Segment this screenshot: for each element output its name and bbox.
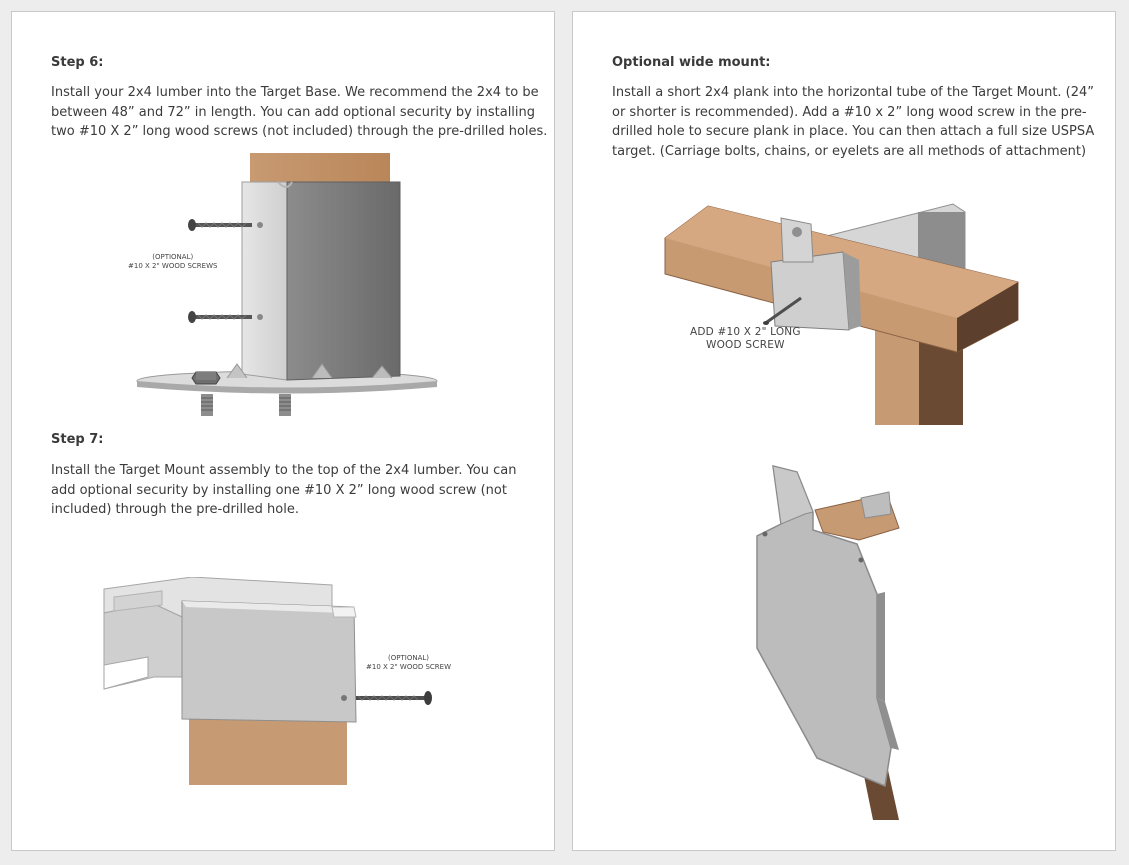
step7-line: included) through the pre-drilled hole. xyxy=(51,502,299,517)
step6-figure-callout: (OPTIONAL) #10 X 2" WOOD SCREWS xyxy=(128,253,218,270)
mount-sleeve xyxy=(181,600,357,723)
uspsa-target-figure xyxy=(756,465,900,820)
anchor-bolt xyxy=(201,394,213,416)
sleeve-right-face xyxy=(286,181,401,381)
mount-tab xyxy=(780,217,814,263)
step6-line: two #10 X 2” long wood screws (not inclu… xyxy=(51,124,548,139)
step6-paragraph: Install your 2x4 lumber into the Target … xyxy=(51,83,547,142)
wood-screw xyxy=(188,311,252,323)
left-page: Step 6: Install your 2x4 lumber into the… xyxy=(11,11,555,851)
optional-wide-line: target. (Carriage bolts, chains, or eyel… xyxy=(612,143,1087,159)
optional-wide-line: or shorter is recommended). Add a #10 x … xyxy=(612,104,1087,120)
optional-wide-line: Install a short 2x4 plank into the horiz… xyxy=(612,85,1095,100)
wide-mount-callout: ADD #10 X 2" LONG WOOD SCREW xyxy=(690,326,801,352)
wood-screw xyxy=(356,691,432,705)
wide-mount-figure xyxy=(664,203,1019,425)
step7-figure-callout: (OPTIONAL) #10 X 2" WOOD SCREW xyxy=(366,654,452,671)
mount-sleeve xyxy=(770,251,850,331)
optional-wide-heading: Optional wide mount: xyxy=(612,55,771,70)
sleeve-left-face xyxy=(241,181,288,381)
target-mount-figure xyxy=(103,577,432,785)
step6-line: between 48” and 72” in length. You can a… xyxy=(51,104,536,120)
anchor-bolt xyxy=(279,394,291,416)
step6-heading: Step 6: xyxy=(51,55,104,70)
target-base-figure xyxy=(136,153,438,416)
drill-hole xyxy=(257,222,263,228)
step7-line: Install the Target Mount assembly to the… xyxy=(51,463,517,478)
drill-hole xyxy=(341,695,347,701)
optional-wide-line: drilled hole to secure plank in place. Y… xyxy=(612,124,1095,139)
wood-screw xyxy=(763,296,802,325)
step6-line: Install your 2x4 lumber into the Target … xyxy=(51,85,539,100)
step7-paragraph: Install the Target Mount assembly to the… xyxy=(51,461,516,520)
optional-wide-paragraph: Install a short 2x4 plank into the horiz… xyxy=(612,83,1094,161)
step7-heading: Step 7: xyxy=(51,432,104,447)
right-page: Optional wide mount: Install a short 2x4… xyxy=(572,11,1116,851)
drill-hole xyxy=(257,314,263,320)
step7-line: add optional security by installing one … xyxy=(51,482,507,498)
wood-screw xyxy=(188,219,252,231)
